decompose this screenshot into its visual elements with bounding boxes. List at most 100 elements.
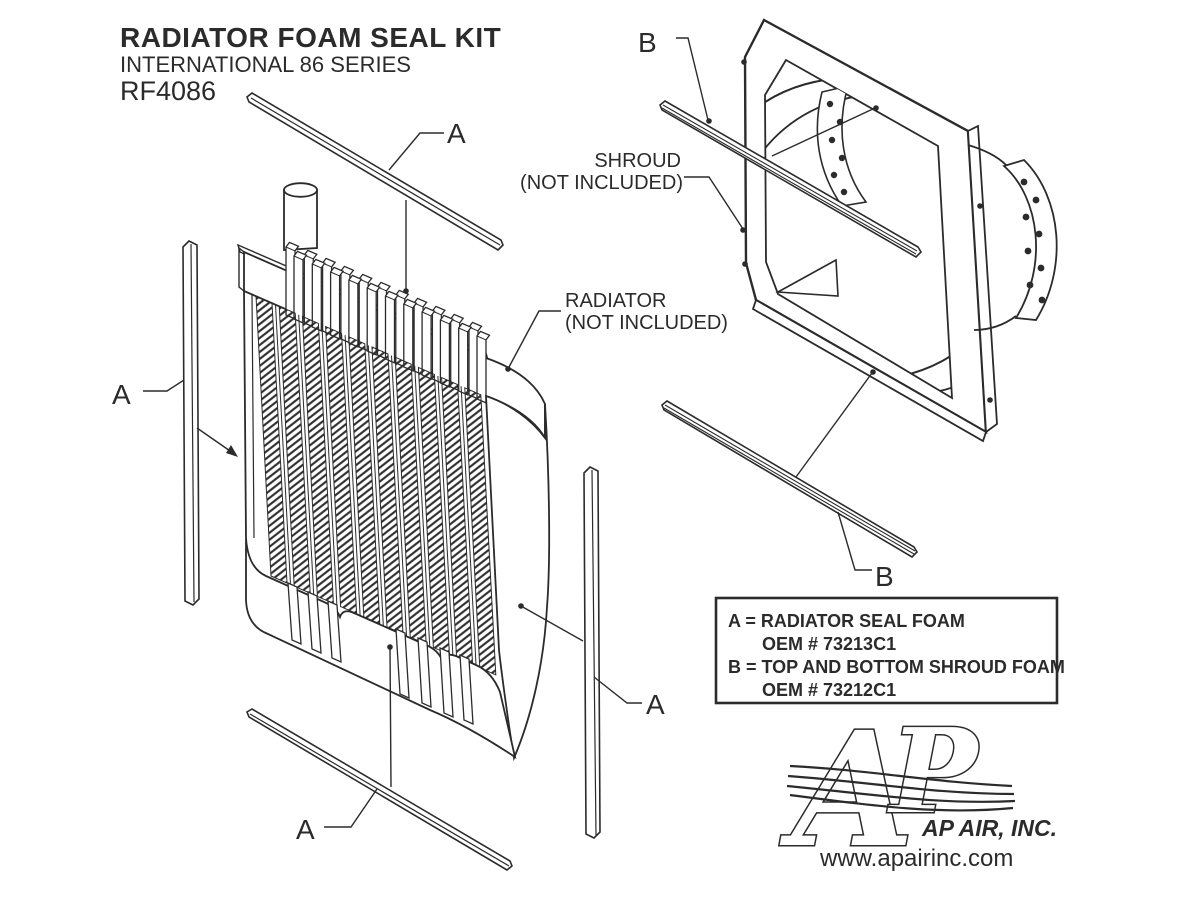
fan-ring-flange [1002,158,1058,321]
top-tooth-front-fold [421,311,432,317]
placement-dots [387,59,993,650]
legend-line-1: A = RADIATOR SEAL FOAM [728,611,965,631]
shroud-drawing [743,18,1058,443]
top-tooth-front-fold [330,271,340,277]
part-number: RF4086 [120,76,216,106]
top-tooth-front-fold [293,255,304,261]
right-side-face [485,394,551,762]
leader-b-bottom-placement [795,372,873,478]
foam-strip-b-top-edge2 [661,107,917,255]
ring-hole-dot [1038,296,1046,304]
bottom-tooth [287,581,302,646]
placement-dot [505,366,511,372]
radiator-label-note: (NOT INCLUDED) [565,312,728,334]
top-tooth-back-fold [285,246,296,252]
ring-hole-dot [1022,213,1030,221]
placement-dot [403,288,409,294]
filler-neck-body [283,189,318,251]
foam-strip-a-right [583,466,601,839]
swoosh-line-3 [786,784,1016,803]
placement-dot [987,397,993,403]
leader-a-left [143,379,185,392]
logo-website: www.apairinc.com [819,845,1013,872]
placement-dot [742,261,748,267]
leader-a-right [593,676,642,704]
callout-a-right: A [646,689,665,720]
core-column [255,295,288,584]
core-tube-line [460,386,477,667]
callout-a-left: A [112,379,131,410]
barrel-top-line [967,144,1007,166]
fan-hole-band [816,84,868,207]
core-columns [255,295,497,676]
left-edge-outer [243,290,247,539]
foam-strip-a-left [182,240,200,606]
filler-neck-top [283,182,318,198]
leader-lines [143,37,876,828]
swoosh-line-4 [789,793,1014,812]
radiator-drawing [236,182,551,762]
foam-strip-a-bottom-edge [249,713,510,867]
top-tooth-front-fold [367,287,377,293]
top-tooth-front-fold [312,263,322,269]
ring-hole-dot [1026,281,1034,289]
core-tube-line [321,324,338,606]
ring-hole-dot [1035,230,1043,238]
leader-shroud-label [684,176,744,230]
swoosh-line-2 [787,774,1015,796]
placement-dot [518,603,524,609]
ring-hole-dot [1037,264,1045,272]
top-tooth-front-fold [440,319,450,325]
shroud-corner-gusset [775,258,839,297]
callout-b-bottom: B [875,561,894,592]
top-tooth-front-fold [385,295,395,301]
bottom-tooth [395,627,410,700]
legend-box [714,596,1059,705]
placement-dot [740,227,746,233]
text-layer: RADIATOR FOAM SEAL KIT INTERNATIONAL 86 … [112,22,894,845]
placement-dot [706,118,712,124]
leader-radiator-label [508,310,561,368]
bottom-tooth [417,636,432,709]
foam-strip-a-top-edge [250,97,501,246]
foam-strip-a-left-edge [190,243,195,603]
leader-a-top [388,132,444,171]
shroud-label-note: (NOT INCLUDED) [520,172,683,194]
foam-strip-b-bottom-edge1 [664,404,916,552]
bottom-tooth [307,590,322,655]
leader-a-right-placement [520,605,584,642]
radiator-label: RADIATOR [565,290,667,312]
foam-strip-a-right-edge [591,469,597,836]
barrel-bottom-line [973,315,1017,331]
core-tube-line [437,375,454,657]
foam-strip-b-top [659,100,923,259]
legend-line-3: B = TOP AND BOTTOM SHROUD FOAM [728,657,1065,677]
shroud-plate-right-edge [967,124,998,434]
core-tube-line [414,365,431,646]
top-tooth-front-fold [476,335,487,341]
leader-b-top [676,37,709,121]
core-column [464,387,497,676]
placement-dot [741,59,747,65]
callout-a-bottom: A [296,814,315,845]
core-tube-line [344,335,361,616]
hole-band-dot [838,154,846,162]
core-tube-line [391,355,407,636]
legend: A = RADIATOR SEAL FOAM OEM # 73213C1 B =… [714,596,1065,705]
leader-b-top-placement [771,107,876,157]
hole-band-dot [826,100,834,108]
placement-dot [873,105,879,111]
logo-letter-a: A [779,698,915,883]
logo-letter-p: P [887,704,980,840]
page-subtitle: INTERNATIONAL 86 SERIES [120,52,411,77]
top-tooth-front-fold [458,327,468,333]
ring-hole-dot [1024,247,1032,255]
core-tube-line [298,314,315,595]
tank-left-cap [238,246,245,292]
shroud-label: SHROUD [594,150,681,172]
leader-a-bottom-placement [389,646,392,788]
legend-line-2: OEM # 73213C1 [762,634,896,654]
fan-ring-holes [1020,178,1046,304]
bottom-tooth [439,646,454,719]
